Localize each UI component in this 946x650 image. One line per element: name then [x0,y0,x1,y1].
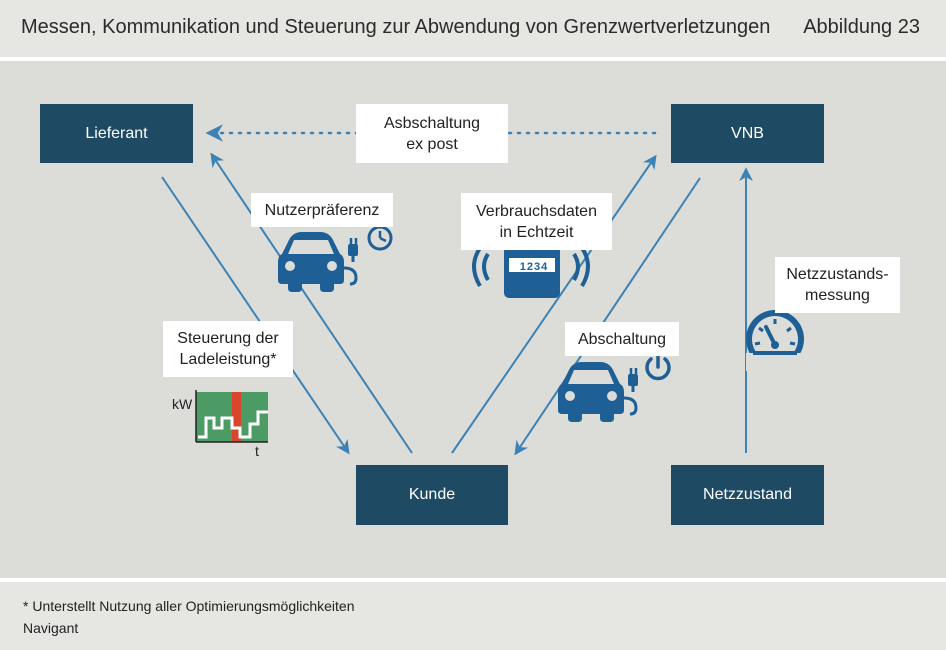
label-nutzerpraeferenz-text: Nutzerpräferenz [264,201,380,219]
label-verbrauchsdaten-line1: Verbrauchsdaten [476,202,597,220]
arrow-vnb-kunde [514,177,701,456]
power-icon [645,352,671,381]
smart-meter-icon [472,246,590,298]
arrow-lieferant-kunde [161,176,350,455]
node-lieferant-label: Lieferant [85,124,148,142]
arrow-kunde-lieferant [210,152,413,454]
label-steuerung-line1: Steuerung der [177,330,279,347]
node-vnb: VNB [671,104,824,163]
node-kunde-label: Kunde [408,486,456,503]
label-abschaltung-text: Abschaltung [577,330,667,348]
label-netzzustandsmessung-line2: messung [805,287,870,304]
footnote: * Unterstellt Nutzung aller Optimierungs… [23,598,355,614]
figure-number: Abbildung 23 [803,16,920,38]
footer: * Unterstellt Nutzung aller Optimierungs… [0,582,946,650]
source: Navigant [23,620,79,636]
label-nutzerpraeferenz: Nutzerpräferenz [251,193,393,227]
node-lieferant: Lieferant [40,104,193,163]
page-title: Messen, Kommunikation und Steuerung zur … [21,16,771,38]
label-verbrauchsdaten: Verbrauchsdaten in Echtzeit [461,193,612,250]
car-disconnect-icon [558,362,638,422]
clock-icon [367,225,393,251]
load-profile-chart [195,390,268,443]
label-netzzustandsmessung-line1: Netzzustands- [786,266,889,283]
gauge-icon [746,310,804,371]
label-netzzustandsmessung: Netzzustands- messung [775,257,900,313]
node-netzzustand: Netzzustand [671,465,824,525]
node-netzzustand-label: Netzzustand [703,486,792,503]
label-abschaltung: Abschaltung [565,322,679,356]
header: Messen, Kommunikation und Steuerung zur … [0,0,946,57]
label-abschaltung-ex-post-line2: ex post [406,135,458,153]
divider-top [0,57,946,61]
label-abschaltung-ex-post-line1: Asbschaltung [383,114,481,132]
node-vnb-label: VNB [731,124,764,142]
label-steuerung: Steuerung der Ladeleistung* [163,321,293,377]
node-kunde: Kunde [356,465,508,525]
chart-y-unit: kW [172,396,193,412]
divider-bottom [0,578,946,582]
arrow-kunde-vnb [451,154,657,454]
car-charging-icon [278,232,358,292]
label-abschaltung-ex-post: Asbschaltung ex post [356,104,508,163]
meter-display-value: 1234 [520,261,548,273]
label-steuerung-line2: Ladeleistung* [179,351,277,368]
chart-x-unit: t [255,443,259,459]
label-verbrauchsdaten-line2: in Echtzeit [499,223,574,241]
